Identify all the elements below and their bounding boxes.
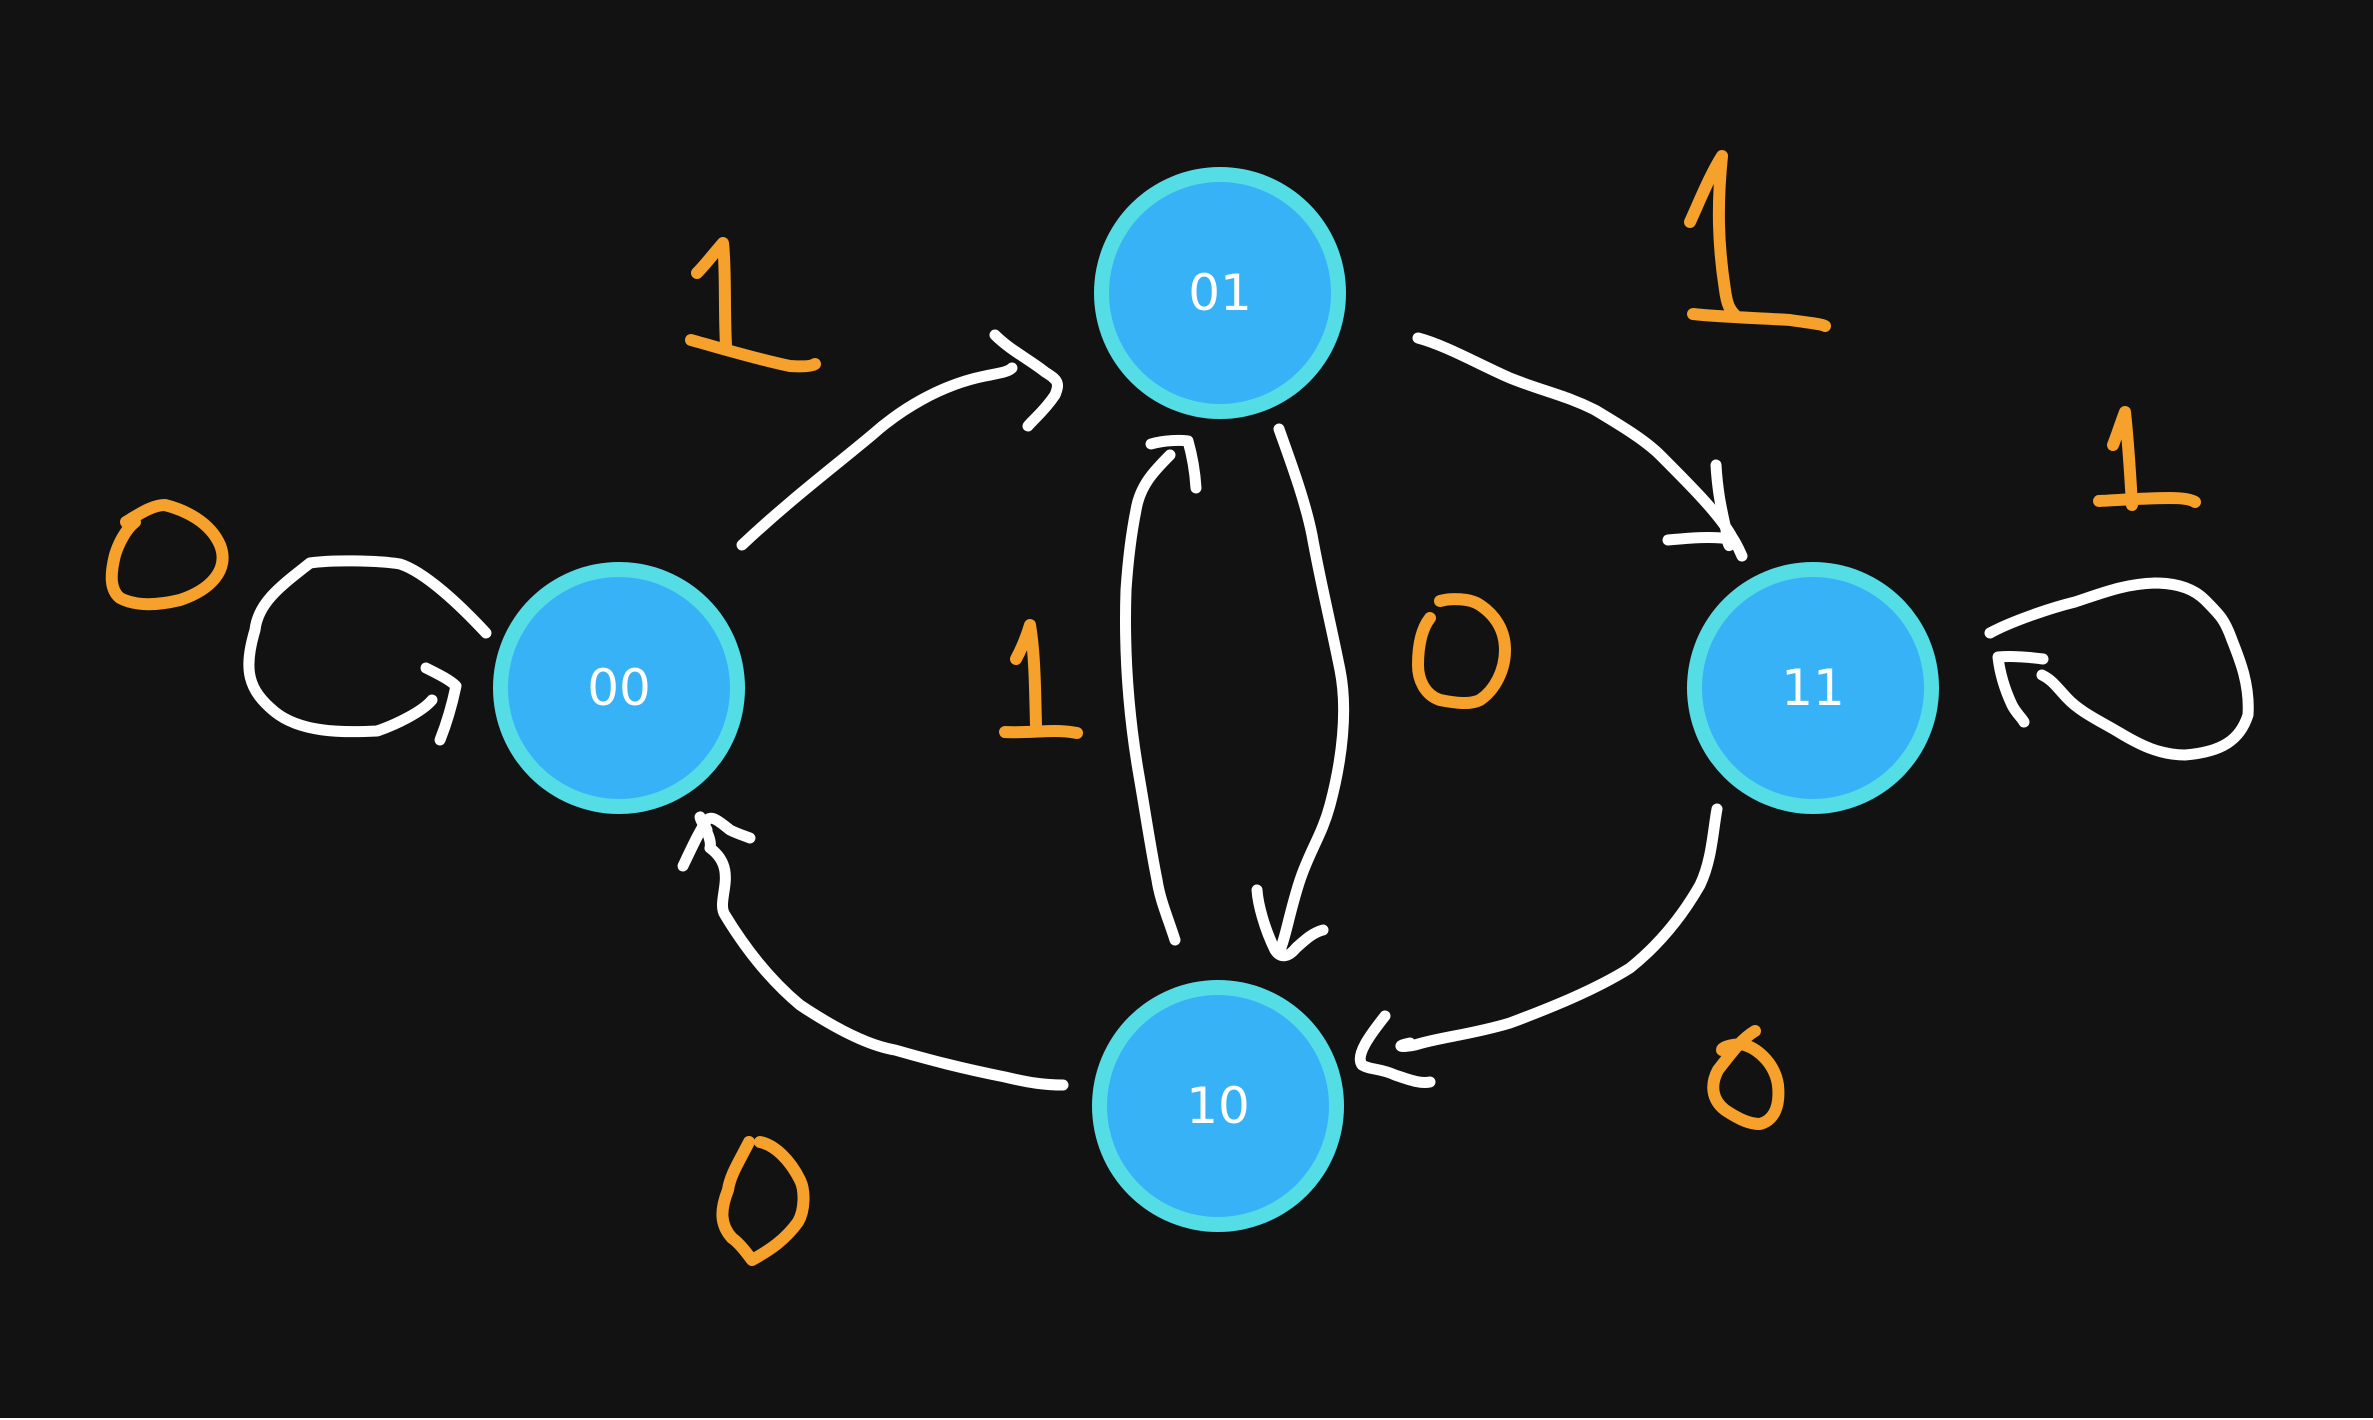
state-label-00: 00: [587, 659, 651, 717]
state-label-11: 11: [1781, 659, 1845, 717]
edge-10-to-01: [1120, 449, 1181, 946]
state-node-11[interactable]: 11: [1687, 562, 1939, 814]
label-10-to-01-input: [999, 619, 1083, 739]
edge-00-to-01: [736, 362, 1018, 551]
arrowhead-00-to-01: [989, 329, 1063, 432]
state-label-01: 01: [1188, 264, 1252, 322]
state-node-01[interactable]: 01: [1094, 167, 1346, 419]
edge-11-to-10: [1395, 803, 1723, 1052]
label-00-to-01-input: [685, 237, 821, 373]
edge-00-to-00: [243, 555, 492, 738]
state-label-10: 10: [1186, 1077, 1250, 1135]
label-11-to-10-input: [1707, 1025, 1785, 1130]
edge-01-to-10: [1273, 423, 1350, 956]
label-01-to-11-input: [1684, 150, 1831, 332]
arrowhead-10-to-01: [1145, 434, 1202, 494]
arrowhead-11-to-11: [1992, 650, 2049, 728]
label-01-to-10-input: [1412, 593, 1511, 709]
state-node-10[interactable]: 10: [1092, 980, 1344, 1232]
label-11-to-11-input: [2093, 406, 2201, 511]
label-00-to-00-input: [105, 499, 229, 611]
arrowhead-00-to-00: [420, 662, 462, 746]
arrowhead-01-to-11: [1662, 459, 1736, 552]
state-node-00[interactable]: 00: [493, 562, 745, 814]
edge-11-to-11: [1984, 577, 2254, 761]
label-10-to-00-input: [716, 1136, 810, 1266]
arrowhead-11-to-10: [1354, 1010, 1436, 1088]
arrowhead-10-to-00: [677, 812, 756, 872]
arrowhead-01-to-10: [1251, 884, 1329, 962]
